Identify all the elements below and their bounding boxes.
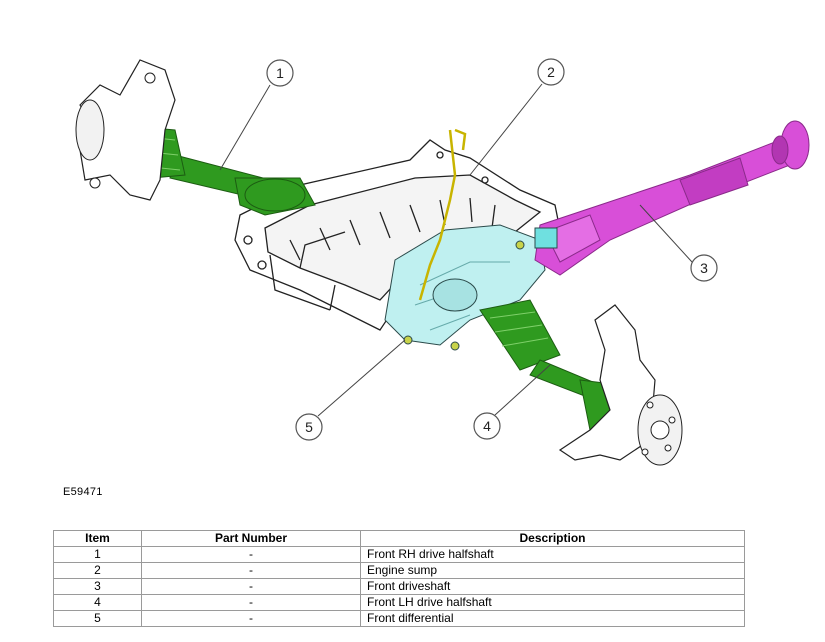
svg-text:5: 5 [305, 419, 313, 435]
cell-item: 4 [54, 595, 141, 610]
cell-description: Engine sump [361, 563, 744, 578]
svg-text:2: 2 [547, 64, 555, 80]
svg-text:4: 4 [483, 418, 491, 434]
table-row: 3 - Front driveshaft [54, 579, 744, 594]
cell-part-number: - [142, 611, 360, 626]
svg-text:1: 1 [276, 65, 284, 81]
front-driveshaft [534, 120, 810, 276]
header-description: Description [361, 531, 744, 546]
cell-description: Front differential [361, 611, 744, 626]
cell-item: 5 [54, 611, 141, 626]
cell-item: 2 [54, 563, 141, 578]
table-header-row: Item Part Number Description [54, 531, 744, 546]
cell-description: Front LH drive halfshaft [361, 595, 744, 610]
cell-part-number: - [142, 547, 360, 562]
front-differential [384, 128, 546, 351]
svg-text:3: 3 [700, 260, 708, 276]
cell-part-number: - [142, 595, 360, 610]
table-row: 1 - Front RH drive halfshaft [54, 547, 744, 562]
callout-3: 3 [639, 204, 718, 282]
callout-5: 5 [295, 339, 406, 441]
figure-id: E59471 [63, 486, 103, 498]
exploded-diagram: 1 2 3 4 5 [75, 58, 810, 466]
callout-2: 2 [469, 58, 565, 176]
callout-1: 1 [219, 59, 294, 171]
engine-sump [234, 139, 561, 331]
table-row: 4 - Front LH drive halfshaft [54, 595, 744, 610]
front-lh-drive-halfshaft [479, 299, 683, 466]
cell-item: 3 [54, 579, 141, 594]
header-part-number: Part Number [142, 531, 360, 546]
cell-part-number: - [142, 579, 360, 594]
table-row: 5 - Front differential [54, 611, 744, 626]
parts-table: Item Part Number Description 1 - Front R… [53, 530, 745, 627]
callout-4: 4 [473, 364, 551, 440]
cell-part-number: - [142, 563, 360, 578]
cell-description: Front driveshaft [361, 579, 744, 594]
front-rh-drive-halfshaft [75, 59, 316, 216]
table-row: 2 - Engine sump [54, 563, 744, 578]
header-item: Item [54, 531, 141, 546]
cell-description: Front RH drive halfshaft [361, 547, 744, 562]
cell-item: 1 [54, 547, 141, 562]
